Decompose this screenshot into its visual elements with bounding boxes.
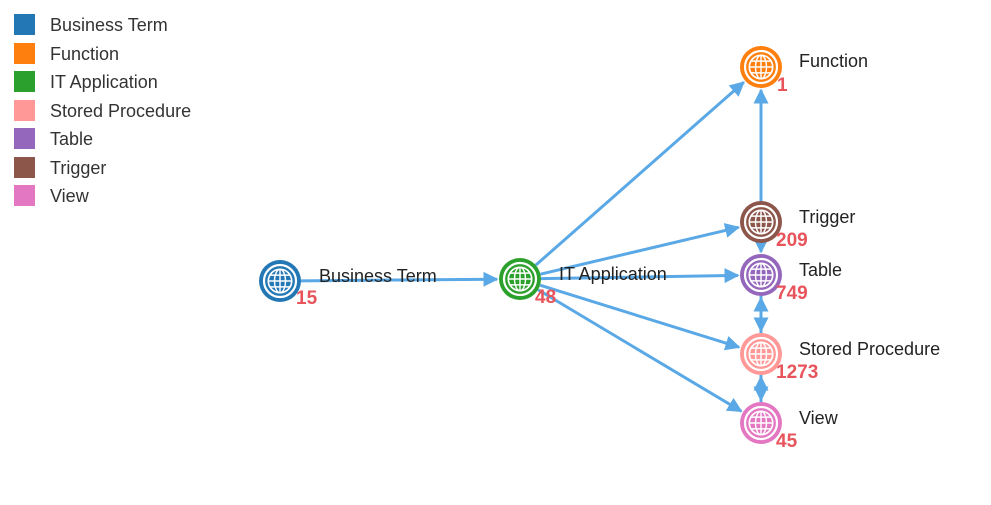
legend-item-it-application[interactable]: IT Application bbox=[14, 71, 224, 93]
legend-swatch bbox=[14, 100, 35, 121]
node-count: 48 bbox=[535, 287, 556, 308]
globe-icon bbox=[267, 268, 293, 294]
edge-business-term-to-it-application bbox=[300, 271, 499, 287]
node-label: Trigger bbox=[799, 207, 855, 227]
legend-label: Table bbox=[50, 129, 94, 149]
node-ring bbox=[262, 263, 298, 299]
node-label: IT Application bbox=[559, 264, 667, 284]
edge-it-application-to-function bbox=[534, 81, 745, 267]
legend-swatch bbox=[14, 128, 35, 149]
legend-label: Stored Procedure bbox=[50, 101, 192, 121]
legend-swatch bbox=[14, 157, 35, 178]
edge-it-application-to-trigger bbox=[540, 223, 741, 276]
node-ring bbox=[743, 49, 779, 85]
legend-item-business-term[interactable]: Business Term bbox=[14, 14, 224, 36]
node-count: 45 bbox=[776, 431, 798, 452]
legend-item-function[interactable]: Function bbox=[14, 43, 224, 65]
legend-item-table[interactable]: Table bbox=[14, 128, 224, 150]
edge-it-application-to-table bbox=[540, 268, 740, 284]
globe-icon bbox=[748, 341, 774, 367]
node-ring bbox=[743, 336, 779, 372]
node-label: View bbox=[799, 408, 839, 428]
node-label: Business Term bbox=[319, 266, 437, 286]
legend-item-trigger[interactable]: Trigger bbox=[14, 157, 224, 179]
globe-icon bbox=[507, 266, 533, 292]
edges bbox=[300, 81, 769, 413]
legend-label: Trigger bbox=[50, 158, 107, 178]
legend-label: IT Application bbox=[50, 72, 158, 92]
legend-label: View bbox=[50, 186, 89, 206]
edge-it-application-to-stored-procedure bbox=[539, 283, 741, 351]
node-label: Table bbox=[799, 260, 842, 280]
node-trigger[interactable]: Trigger 209 bbox=[740, 201, 855, 251]
legend-swatch bbox=[14, 71, 35, 92]
node-label: Function bbox=[799, 51, 868, 71]
globe-icon bbox=[748, 262, 774, 288]
edge-it-application-to-view bbox=[537, 288, 743, 413]
node-count: 1273 bbox=[776, 362, 818, 383]
node-table[interactable]: Table 749 bbox=[740, 254, 842, 304]
globe-icon bbox=[748, 410, 774, 436]
node-count: 15 bbox=[296, 288, 318, 309]
node-count: 749 bbox=[776, 283, 808, 304]
node-count: 209 bbox=[776, 230, 808, 251]
node-function[interactable]: Function 1 bbox=[740, 46, 868, 96]
legend-swatch bbox=[14, 14, 35, 35]
legend-item-view[interactable]: View bbox=[14, 185, 224, 207]
legend-item-stored-procedure[interactable]: Stored Procedure bbox=[14, 100, 224, 122]
node-ring bbox=[502, 261, 538, 297]
legend-swatch bbox=[14, 185, 35, 206]
node-ring bbox=[743, 405, 779, 441]
node-stored-procedure[interactable]: Stored Procedure 1273 bbox=[740, 333, 940, 383]
node-count: 1 bbox=[777, 75, 788, 96]
legend-label: Business Term bbox=[50, 15, 168, 35]
node-ring bbox=[743, 204, 779, 240]
globe-icon bbox=[748, 209, 774, 235]
node-ring bbox=[743, 257, 779, 293]
node-label: Stored Procedure bbox=[799, 339, 940, 359]
legend-label: Function bbox=[50, 44, 120, 64]
legend-swatch bbox=[14, 43, 35, 64]
globe-icon bbox=[748, 54, 774, 80]
